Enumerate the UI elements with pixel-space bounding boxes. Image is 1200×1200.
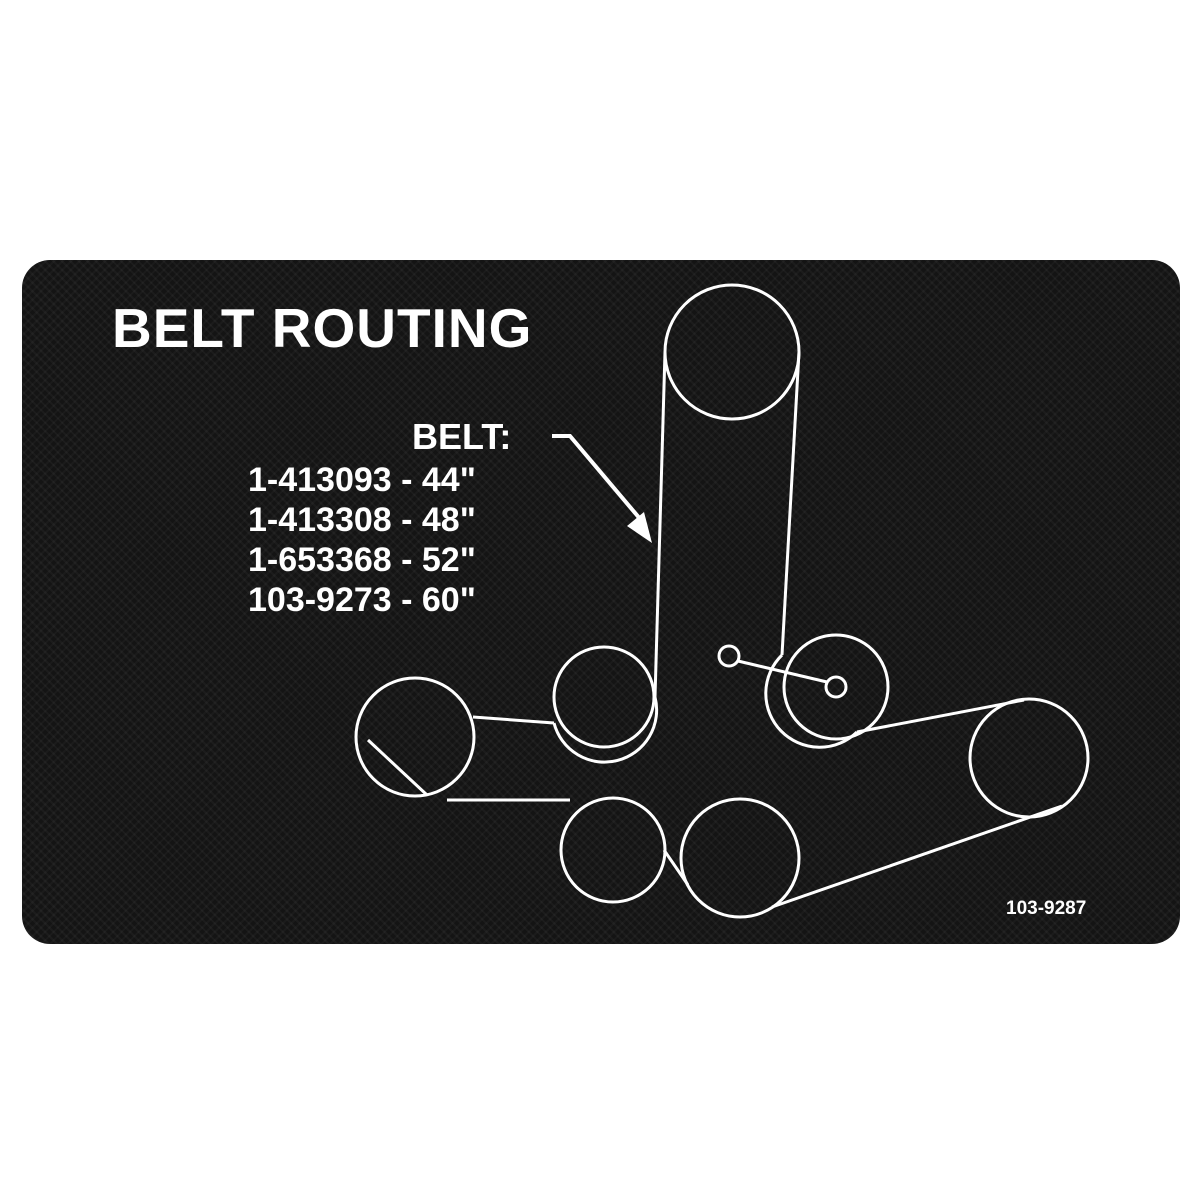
- pulley-left-inner: [552, 645, 656, 749]
- belt-part-52: 1-653368 - 52": [248, 541, 476, 579]
- decal-part-number: 103-9287: [1006, 898, 1087, 919]
- belt-routing-decal: BELT ROUTING BELT: 1-413093 - 44" 1-4133…: [22, 260, 1180, 944]
- belt-routing-diagram: [354, 283, 1090, 919]
- idler-arm: [737, 659, 828, 684]
- pulley-bottom-left: [559, 796, 667, 904]
- belt-path: [366, 351, 1063, 909]
- idler-hub: [824, 675, 848, 699]
- leader-line: [552, 434, 643, 522]
- belt-list: 1-413093 - 44" 1-413308 - 48" 1-653368 -…: [248, 460, 476, 620]
- belt-part-44: 1-413093 - 44": [248, 461, 476, 499]
- belt-part-48: 1-413308 - 48": [248, 501, 476, 539]
- pulley-right-outer: [968, 697, 1090, 819]
- belt-label: BELT:: [412, 416, 512, 457]
- pulley-left-outer: [354, 676, 476, 798]
- leader-arrowhead: [627, 512, 652, 543]
- decal-title: BELT ROUTING: [112, 297, 533, 359]
- pulley-idler-right: [782, 633, 890, 741]
- belt-part-60: 103-9273 - 60": [248, 581, 476, 619]
- pulley-bottom-center: [679, 797, 801, 919]
- top-pulley: [663, 283, 801, 421]
- idler-pivot: [717, 644, 741, 668]
